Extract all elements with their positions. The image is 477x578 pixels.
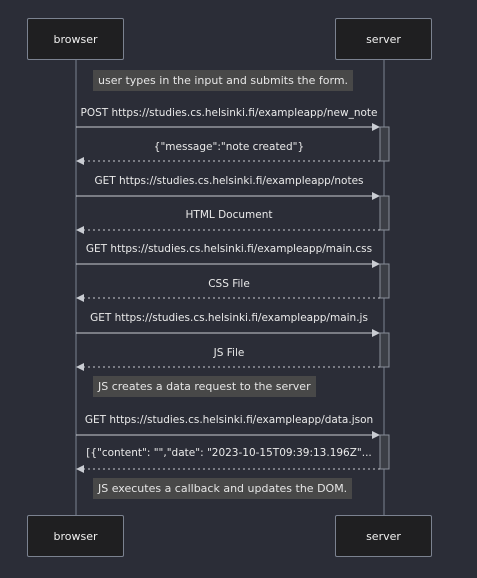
actor-server-label: server [366,529,401,543]
actor-browser-label: browser [53,529,98,543]
actor-server-top: server [335,18,432,60]
message-label: GET https://studies.cs.helsinki.fi/examp… [90,312,368,324]
activation-bar [379,126,390,162]
message-label: POST https://studies.cs.helsinki.fi/exam… [80,107,378,119]
message-label: [{"content": "","date": "2023-10-15T09:3… [86,447,372,459]
message-label: {"message":"note created"} [153,141,305,153]
message-label: GET https://studies.cs.helsinki.fi/examp… [84,414,374,426]
activation-bar [379,263,390,299]
message-label: GET https://studies.cs.helsinki.fi/examp… [85,243,373,255]
activation-bar [379,332,390,368]
actor-browser-top: browser [27,18,124,60]
note-submit-form: user types in the input and submits the … [93,70,354,91]
actor-browser-label: browser [53,32,98,46]
activation-bar [379,434,390,470]
message-label: GET https://studies.cs.helsinki.fi/examp… [94,175,364,187]
actor-server-bottom: server [335,515,432,557]
message-label: JS File [213,347,245,359]
note-callback: JS executes a callback and updates the D… [93,478,353,499]
message-label: CSS File [208,278,250,290]
actor-server-label: server [366,32,401,46]
message-label: HTML Document [185,209,273,221]
activation-bar [379,195,390,231]
actor-browser-bottom: browser [27,515,124,557]
note-data-request: JS creates a data request to the server [93,376,316,397]
